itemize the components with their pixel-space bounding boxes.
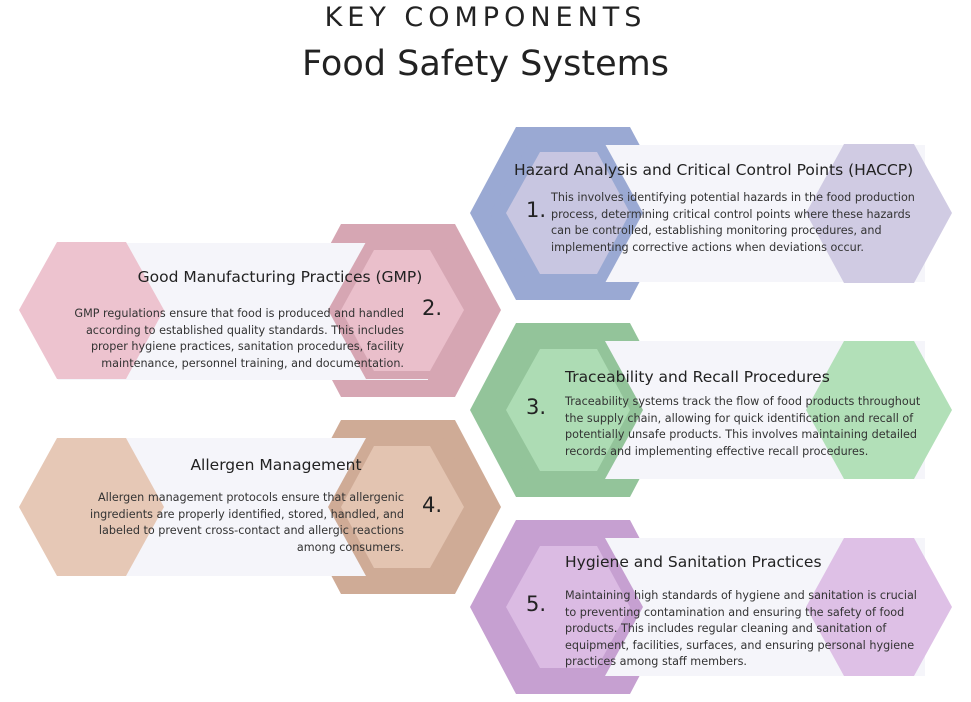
item-3-description: Traceability systems track the flow of f… xyxy=(565,395,921,458)
item-2-inner-overlay xyxy=(341,250,464,371)
item-4-title: Allergen Management xyxy=(190,456,362,474)
item-4-left-hexagon xyxy=(19,438,164,576)
item-5-description: Maintaining high standards of hygiene an… xyxy=(565,589,917,669)
item-1-number: 1. xyxy=(526,198,547,222)
item-2-description: GMP regulations ensure that food is prod… xyxy=(74,307,404,370)
kicker-heading: KEY COMPONENTS xyxy=(324,2,647,33)
item-3-right-hexagon xyxy=(806,341,952,479)
item-5-right-hexagon xyxy=(806,538,952,676)
item-4-number: 4. xyxy=(422,493,443,517)
item-5-inner-overlay xyxy=(506,546,630,668)
item-1-description: This involves identifying potential haza… xyxy=(551,191,915,254)
page-title: Food Safety Systems xyxy=(302,44,669,84)
item-5-number: 5. xyxy=(526,592,547,616)
item-5-title: Hygiene and Sanitation Practices xyxy=(565,553,822,571)
item-1-inner-overlay xyxy=(506,152,630,274)
item-2-title: Good Manufacturing Practices (GMP) xyxy=(137,268,423,286)
item-4-description: Allergen management protocols ensure tha… xyxy=(89,491,404,554)
item-2-number: 2. xyxy=(422,296,443,320)
item-2-left-hexagon xyxy=(19,242,164,379)
item-1-right-hexagon xyxy=(806,144,952,283)
item-4-inner-overlay xyxy=(341,446,464,568)
item-3-inner-overlay xyxy=(506,349,630,471)
item-3-title: Traceability and Recall Procedures xyxy=(565,368,830,386)
item-1-title: Hazard Analysis and Critical Control Poi… xyxy=(514,161,914,179)
item-3-number: 3. xyxy=(526,395,547,419)
